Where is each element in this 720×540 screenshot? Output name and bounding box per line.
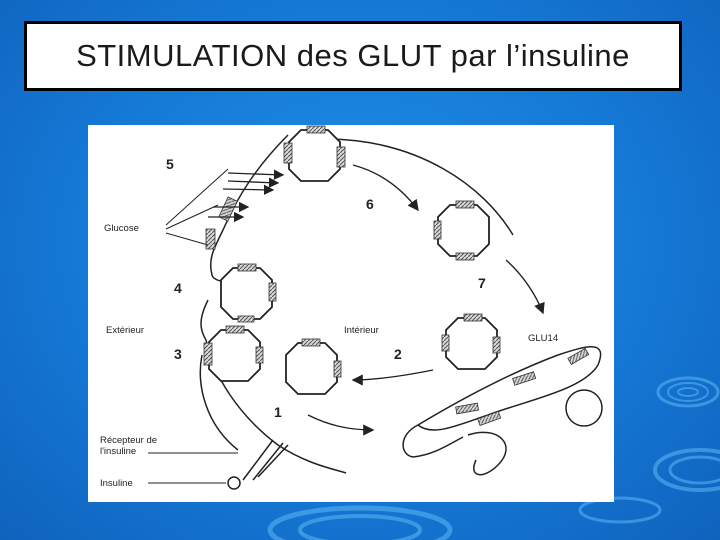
glut-transporter (208, 329, 261, 382)
glut-diagram: 5 6 4 7 3 2 1 Glucose Extérieur Intérieu… (100, 125, 603, 490)
insulin-molecule (227, 476, 241, 490)
glut-transporter (220, 267, 273, 320)
step-4: 4 (174, 280, 182, 296)
label-recepteur-line1: Récepteur de (100, 435, 157, 446)
slide-title: STIMULATION des GLUT par l’insuline (76, 38, 630, 73)
glut-transporter (288, 129, 341, 182)
title-box: STIMULATION des GLUT par l’insuline (24, 21, 682, 91)
step-1: 1 (274, 404, 282, 420)
glut-transporter (437, 204, 490, 257)
label-exterieur: Extérieur (106, 325, 144, 336)
vesicle-circle (565, 389, 603, 427)
glut-transporter (445, 317, 498, 370)
label-interieur: Intérieur (344, 325, 379, 336)
glut-diagram-figure: 5 6 4 7 3 2 1 Glucose Extérieur Intérieu… (88, 125, 614, 502)
step-6: 6 (366, 196, 374, 212)
label-insuline: Insuline (100, 478, 133, 489)
label-recepteur-line2: l'insuline (100, 446, 136, 457)
glut-transporter (285, 342, 338, 395)
step-5: 5 (166, 156, 174, 172)
step-2: 2 (394, 346, 402, 362)
label-glucose: Glucose (104, 223, 139, 234)
step-7: 7 (478, 275, 486, 291)
label-glut14: GLU14 (528, 333, 558, 344)
step-3: 3 (174, 346, 182, 362)
